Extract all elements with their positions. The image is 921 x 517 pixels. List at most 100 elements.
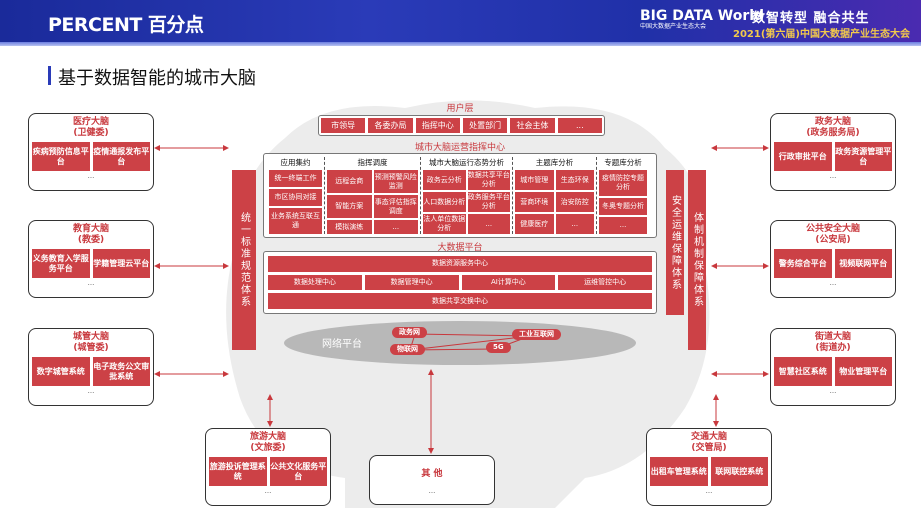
ops-cells: 城市管理生态环保营商环境治安防控健康医疗... xyxy=(515,170,594,234)
dept-box: 教育大脑(教委)义务教育入学服务平台学籍管理云平台... xyxy=(28,220,154,298)
dept-org: (街道办) xyxy=(815,343,851,353)
ops-cell: 政务云分析 xyxy=(423,170,466,190)
ops-center: 应用集约统一终端工作市区协同对接业务系统互联互通指挥调度远程会商预测预警风险监测… xyxy=(263,153,657,238)
user-item: 处置部门 xyxy=(462,118,508,133)
dept-systems: 义务教育入学服务平台学籍管理云平台 xyxy=(32,249,150,278)
dept-system: 联网联控系统 xyxy=(710,457,768,486)
big-data-label: 大数据平台 xyxy=(437,243,483,253)
dept-org: (政务服务局) xyxy=(806,128,860,138)
dept-system: 旅游投诉管理系统 xyxy=(209,457,267,486)
ellipsis: ... xyxy=(829,279,837,287)
dept-name: 医疗大脑 xyxy=(72,117,109,127)
network-node-cloud: 政务网 xyxy=(392,327,427,338)
event-name: 2021(第六届)中国大数据产业生态大会 xyxy=(733,29,910,40)
dept-system: 视频联网平台 xyxy=(834,249,892,278)
ops-cell: ... xyxy=(555,214,594,234)
ops-column: 主题库分析城市管理生态环保营商环境治安防控健康医疗... xyxy=(513,157,597,234)
event-logo-sub: 中国大数据产业生态大会 xyxy=(640,23,707,30)
ellipsis: ... xyxy=(87,172,95,180)
network-label: 网络平台 xyxy=(322,339,362,350)
dept-system: 警务综合平台 xyxy=(774,249,832,278)
ops-cells: 政务云分析数据共享平台分析人口数据分析政务服务平台分析法人单位数据分析... xyxy=(423,170,510,234)
dept-system: 公共文化服务平台 xyxy=(269,457,327,486)
big-data-item: 数据管理中心 xyxy=(364,274,459,291)
ops-cell: 市区协同对接 xyxy=(269,189,322,206)
network-node-cloud: 工业互联网 xyxy=(512,329,561,340)
dept-system: 行政审批平台 xyxy=(774,142,832,171)
big-data-row: 数据资源服务中心 xyxy=(268,256,652,272)
dept-name: 旅游大脑 xyxy=(249,432,286,442)
user-item: 各委办局 xyxy=(368,118,413,133)
user-item: 指挥中心 xyxy=(415,118,460,133)
ops-cells: 统一终端工作市区协同对接业务系统互联互通 xyxy=(269,170,322,234)
ops-cell: 治安防控 xyxy=(555,192,594,212)
dept-box: 政务大脑(政务服务局) 行政审批平台政务资源管理平台... xyxy=(770,113,896,191)
standards-bar: 统一标准规范体系 xyxy=(232,170,256,350)
ops-column-header: 指挥调度 xyxy=(357,158,388,167)
dept-systems: 行政审批平台政务资源管理平台 xyxy=(774,142,892,171)
dept-name: 城管大脑 xyxy=(72,332,109,342)
ops-column-header: 应用集约 xyxy=(280,158,311,167)
ops-cell: 远程会商 xyxy=(327,170,372,193)
dept-org: (教委) xyxy=(77,235,105,245)
dept-system: 政务资源管理平台 xyxy=(834,142,892,171)
ops-cell: 生态环保 xyxy=(555,170,594,190)
header-divider xyxy=(0,42,921,46)
header-banner xyxy=(0,0,921,42)
ops-cells: 疫情防控专题分析冬奥专题分析... xyxy=(599,170,647,234)
page-title: 基于数据智能的城市大脑 xyxy=(58,68,256,89)
ops-column: 专题库分析疫情防控专题分析冬奥专题分析... xyxy=(597,157,649,234)
ops-cell: ... xyxy=(467,214,510,234)
ellipsis: ... xyxy=(829,387,837,395)
dept-name: 教育大脑 xyxy=(72,224,109,234)
ops-cell: 健康医疗 xyxy=(515,214,554,234)
ops-cell: ... xyxy=(599,217,647,234)
dept-other: 其 他 ... xyxy=(369,455,495,505)
ops-cell: 智能方案 xyxy=(327,195,372,218)
ellipsis: ... xyxy=(264,487,272,495)
ops-cell: 疫情防控专题分析 xyxy=(599,170,647,196)
big-data-item: 数据处理中心 xyxy=(268,274,362,291)
ops-cells: 远程会商预测预警风险监测智能方案事态评估指挥调度模拟演练... xyxy=(327,170,418,234)
dept-box: 街道大脑(街道办)智慧社区系统物业管理平台... xyxy=(770,328,896,406)
ops-column: 指挥调度远程会商预测预警风险监测智能方案事态评估指挥调度模拟演练... xyxy=(325,157,421,234)
dept-system: 疫情通报发布平台 xyxy=(92,142,150,171)
dept-systems: 疾病预防信息平台疫情通报发布平台 xyxy=(32,142,150,171)
percent-logo: PERCENT 百分点 xyxy=(48,14,204,36)
dept-box: 交通大脑(交管局)出租车管理系统联网联控系统... xyxy=(646,428,772,506)
ellipsis: ... xyxy=(87,387,95,395)
ops-cell: ... xyxy=(373,220,418,234)
big-data-item: AI计算中心 xyxy=(461,274,556,291)
user-item: 市领导 xyxy=(321,118,366,133)
ops-cell: 统一终端工作 xyxy=(269,170,322,187)
dept-org: (卫健委) xyxy=(73,128,109,138)
dept-systems: 出租车管理系统联网联控系统 xyxy=(650,457,768,486)
security-ops-bar: 安全运维保障体系 xyxy=(666,170,684,315)
ops-column-header: 城市大脑运行态势分析 xyxy=(429,158,504,167)
ops-cell: 城市管理 xyxy=(515,170,554,190)
ops-column-header: 主题库分析 xyxy=(535,158,574,167)
big-data-item: 数据共享交换中心 xyxy=(268,293,652,310)
big-data-item: 数据资源服务中心 xyxy=(268,256,652,272)
dept-system: 出租车管理系统 xyxy=(650,457,708,486)
ops-cell: 冬奥专题分析 xyxy=(599,198,647,215)
ops-cell: 营商环境 xyxy=(515,192,554,212)
ops-cell: 模拟演练 xyxy=(327,220,372,234)
dept-box: 医疗大脑(卫健委) 疾病预防信息平台疫情通报发布平台... xyxy=(28,113,154,191)
ops-cell: 数据共享平台分析 xyxy=(467,170,510,190)
dept-system: 义务教育入学服务平台 xyxy=(32,249,90,278)
dept-system: 智慧社区系统 xyxy=(774,357,832,386)
ops-column: 应用集约统一终端工作市区协同对接业务系统互联互通 xyxy=(267,157,325,234)
title-accent-bar xyxy=(48,66,51,85)
dept-name: 街道大脑 xyxy=(814,332,851,342)
dept-box: 城管大脑(城管委)数字城管系统电子政务公文审批系统... xyxy=(28,328,154,406)
dept-systems: 警务综合平台视频联网平台 xyxy=(774,249,892,278)
institution-bar: 体制机制保障体系 xyxy=(688,170,706,350)
ops-cell: 政务服务平台分析 xyxy=(467,192,510,212)
ellipsis: ... xyxy=(829,172,837,180)
dept-name: 政务大脑 xyxy=(814,117,851,127)
dept-system: 电子政务公文审批系统 xyxy=(92,357,150,386)
network-node-cloud: 物联网 xyxy=(390,344,425,355)
dept-org: (城管委) xyxy=(73,343,109,353)
dept-systems: 旅游投诉管理系统公共文化服务平台 xyxy=(209,457,327,486)
